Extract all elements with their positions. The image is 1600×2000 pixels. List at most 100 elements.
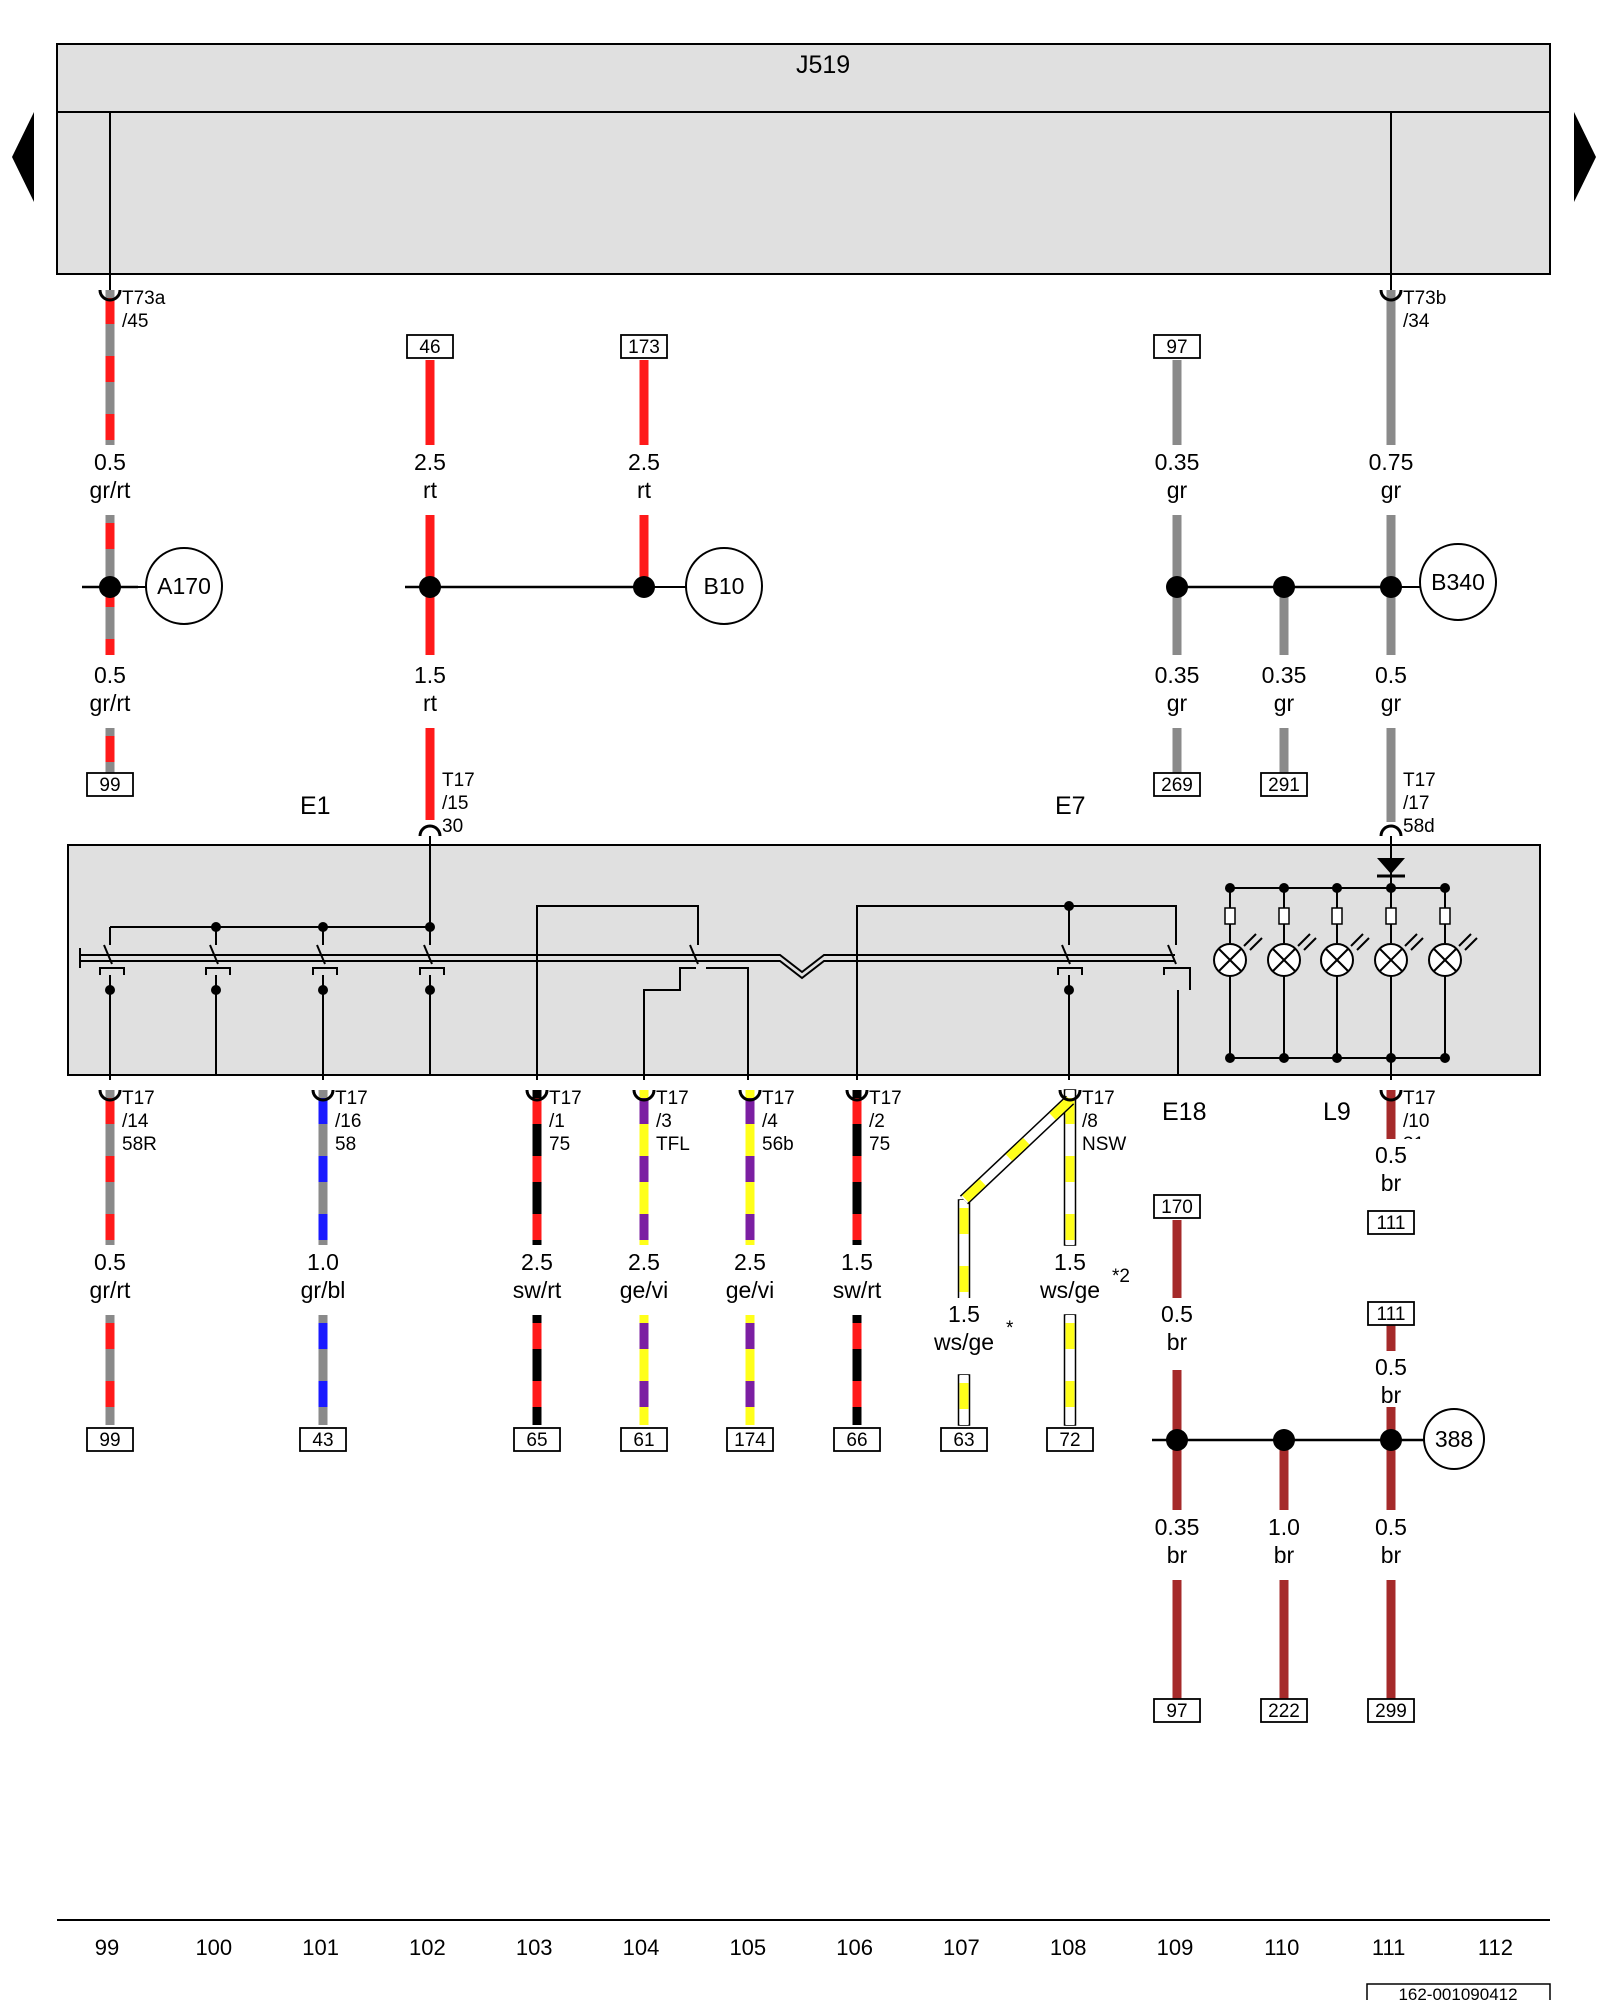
wire-size: 1.5 (841, 1249, 873, 1275)
page-reference[interactable]: 97 (1153, 1698, 1201, 1723)
page-reference[interactable]: 173 (620, 334, 668, 359)
page-reference[interactable]: 65 (513, 1427, 561, 1452)
page-reference[interactable]: 291 (1260, 772, 1308, 797)
wire-107-diagonal (959, 1095, 1075, 1205)
wire-color: gr (1381, 690, 1402, 716)
reference-number: 97 (1166, 1701, 1187, 1722)
wire-108-b2 (1063, 1314, 1077, 1426)
wire-107-b2 (957, 1374, 971, 1426)
wire-label: 1.5ws/ge* (930, 1298, 1014, 1355)
pin-label: /34 (1403, 311, 1430, 332)
connector-b340[interactable]: B340 (1419, 543, 1497, 621)
lamp-icon (1267, 883, 1317, 1063)
wire-note: *2 (1112, 1266, 1130, 1287)
reference-number: 174 (734, 1430, 766, 1451)
wire-color: sw/rt (513, 1277, 562, 1303)
page-reference[interactable]: 46 (406, 334, 454, 359)
connector-b10[interactable]: B10 (685, 547, 763, 625)
wire-size: 0.35 (1155, 662, 1200, 688)
wire-size: 0.5 (1375, 1514, 1407, 1540)
reference-number: 63 (953, 1430, 974, 1451)
page-reference[interactable]: 269 (1153, 772, 1201, 797)
page-reference[interactable]: 63 (940, 1427, 988, 1452)
wire-size: 0.35 (1155, 1514, 1200, 1540)
page-reference[interactable]: 170 (1153, 1194, 1201, 1219)
wire-color: gr/bl (301, 1277, 346, 1303)
next-page-arrow[interactable] (1574, 112, 1596, 202)
connector-b10-label: B10 (704, 573, 745, 599)
page-reference[interactable]: 97 (1153, 334, 1201, 359)
column-number: 107 (943, 1935, 980, 1960)
wire-label: 2.5ge/vi (610, 1246, 678, 1303)
wire-label: 0.5br (1357, 1511, 1425, 1568)
wire-size: 1.0 (307, 1249, 339, 1275)
lamp-icon (1213, 883, 1263, 1063)
wire-color: br (1381, 1382, 1402, 1408)
pin-label: 58R (122, 1134, 157, 1155)
page-reference[interactable]: 99 (86, 1427, 134, 1452)
wire-size: 2.5 (628, 1249, 660, 1275)
reference-number: 97 (1166, 337, 1187, 358)
pin-t17_1: T17/175 (525, 1088, 582, 1155)
connector-a170[interactable]: A170 (145, 547, 223, 625)
pin-label: /45 (122, 311, 148, 332)
pin-label: /15 (442, 793, 468, 814)
column-number: 105 (729, 1935, 766, 1960)
page-reference[interactable]: 174 (726, 1427, 774, 1452)
wire-size: 2.5 (521, 1249, 553, 1275)
page-reference[interactable]: 111 (1367, 1210, 1415, 1235)
wire-label: 1.5rt (396, 659, 464, 716)
wire-color: gr/rt (90, 1277, 132, 1303)
reference-number: 65 (526, 1430, 547, 1451)
pin-label: T73b (1403, 288, 1446, 309)
pin-label: T17 (869, 1088, 902, 1109)
pin-label: /8 (1082, 1111, 1098, 1132)
wire-107-b1 (957, 1199, 971, 1301)
page-reference[interactable]: 43 (299, 1427, 347, 1452)
lamp-icon (1374, 883, 1424, 1063)
page-reference[interactable]: 66 (833, 1427, 881, 1452)
wire-108-b1 (1063, 1089, 1077, 1246)
page-reference[interactable]: 99 (86, 772, 134, 797)
wire-label: 2.5rt (396, 446, 464, 503)
prev-page-arrow[interactable] (12, 112, 34, 202)
reference-number: 46 (419, 337, 440, 358)
wire-label: 2.5sw/rt (503, 1246, 571, 1303)
pin-label: 56b (762, 1134, 794, 1155)
pin-label: /3 (656, 1111, 672, 1132)
wire-size: 1.5 (948, 1301, 980, 1327)
page-reference[interactable]: 72 (1046, 1427, 1094, 1452)
connector-388-label: 388 (1435, 1426, 1473, 1452)
wire-size: 0.35 (1155, 449, 1200, 475)
wire-size: 0.5 (94, 662, 126, 688)
page-reference[interactable]: 61 (620, 1427, 668, 1452)
wire-size: 0.75 (1369, 449, 1414, 475)
page-reference[interactable]: 111 (1367, 1301, 1415, 1326)
page-reference[interactable]: 299 (1367, 1698, 1415, 1723)
wire-size: 0.5 (1375, 662, 1407, 688)
wire-label: 2.5ge/vi (716, 1246, 784, 1303)
wire-color: br (1381, 1170, 1402, 1196)
reference-number: 291 (1268, 775, 1300, 796)
column-number: 110 (1264, 1935, 1299, 1960)
wire-label: 0.5gr (1357, 659, 1425, 716)
wire-size: 0.35 (1262, 662, 1307, 688)
lamp-bank (1213, 883, 1478, 1063)
column-number: 100 (195, 1935, 232, 1960)
wire-label: 0.5gr/rt (76, 446, 144, 503)
connector-388[interactable]: 388 (1423, 1408, 1485, 1470)
component-e1: E1 (300, 792, 331, 820)
pin-label: T17 (549, 1088, 582, 1109)
wire-color: ge/vi (620, 1277, 669, 1303)
pin-label: T17 (335, 1088, 368, 1109)
page-reference[interactable]: 222 (1260, 1698, 1308, 1723)
wire-color: ws/ge (1039, 1277, 1100, 1303)
wire-color: sw/rt (833, 1277, 882, 1303)
pin-label: T17 (442, 770, 475, 791)
